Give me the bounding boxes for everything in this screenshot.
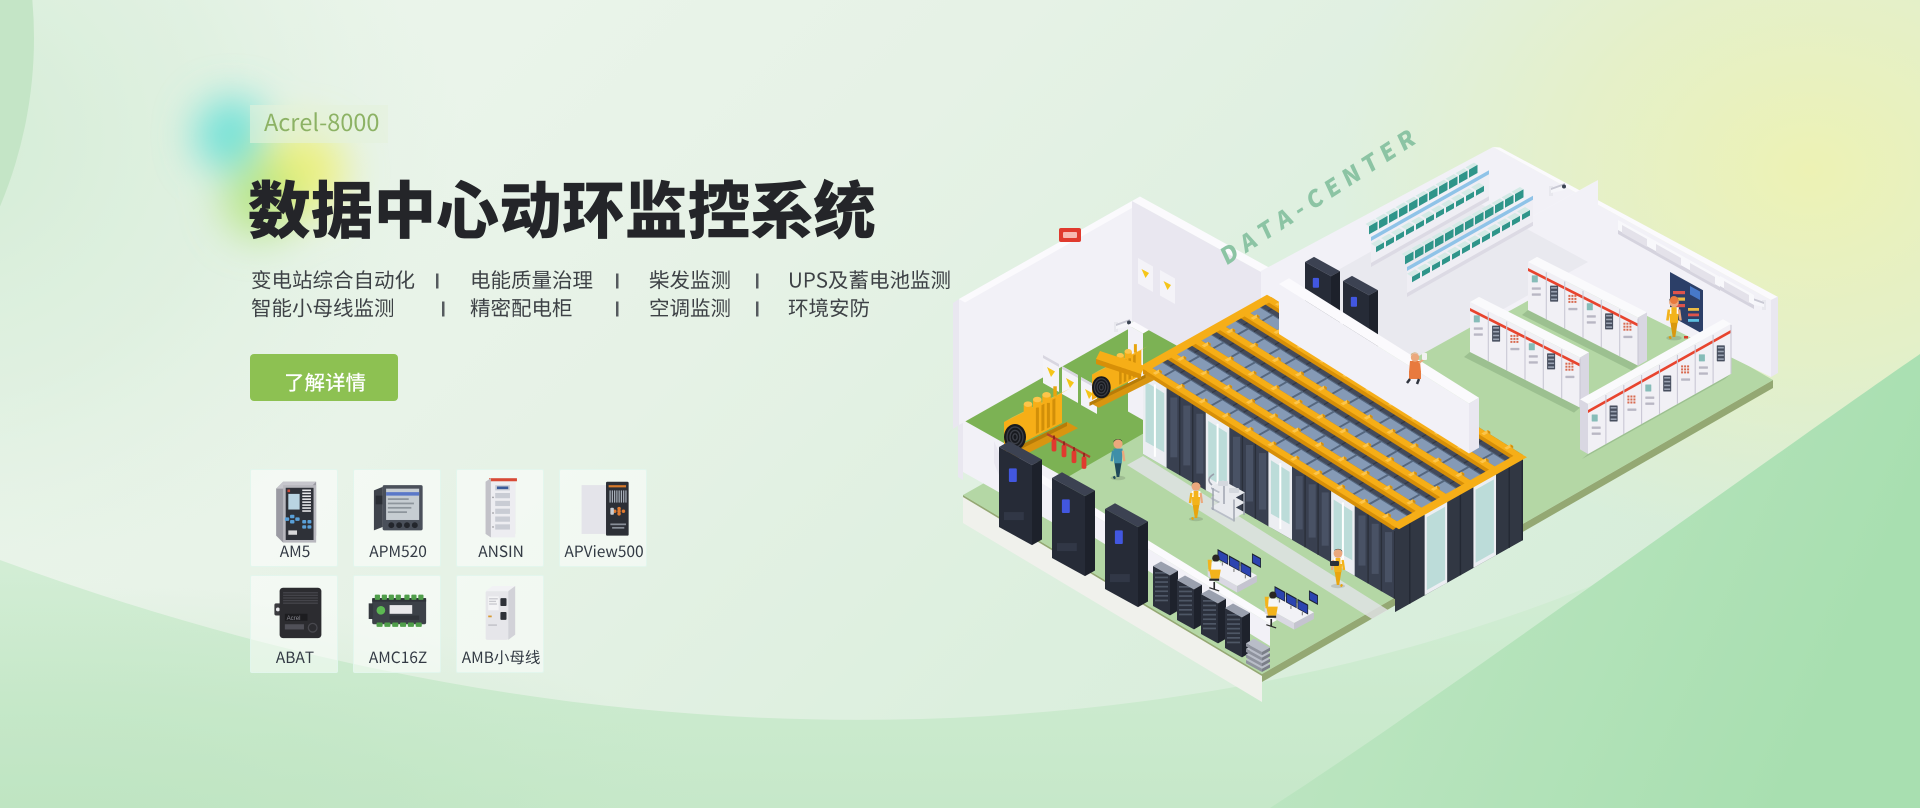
svg-text:Acrel: Acrel (287, 615, 301, 622)
